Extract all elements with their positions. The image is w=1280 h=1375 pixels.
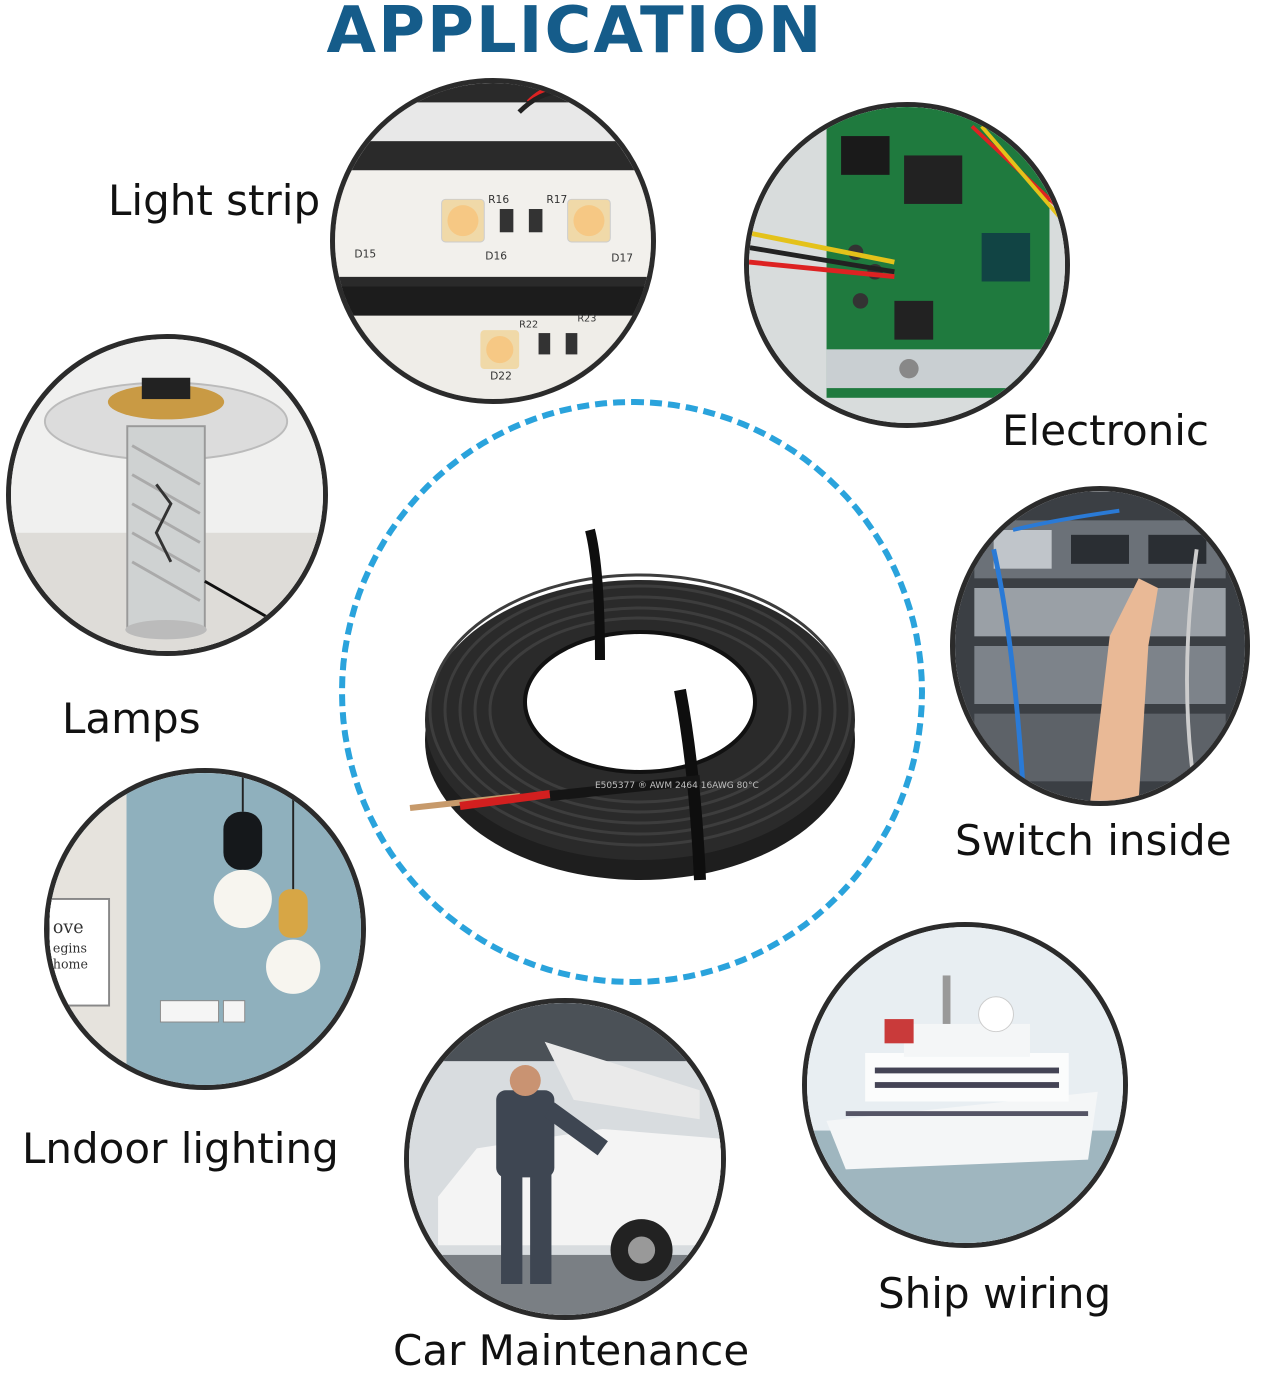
server-rack-photo-icon bbox=[955, 491, 1245, 801]
circuit-board-photo-icon bbox=[749, 107, 1065, 423]
cruise-ship-photo-icon bbox=[807, 927, 1123, 1243]
cable-print-text: E505377 ® AWM 2464 16AWG 80°C bbox=[595, 781, 759, 791]
led-label: D17 bbox=[611, 251, 633, 264]
lamps-image bbox=[6, 334, 328, 656]
wall-art-text: ove bbox=[53, 918, 84, 938]
wall-art-text: egins bbox=[53, 940, 87, 955]
car-maintenance-label: Car Maintenance bbox=[393, 1326, 750, 1375]
cable-coil-icon: E505377 ® AWM 2464 16AWG 80°C bbox=[409, 528, 855, 881]
electronic-image bbox=[744, 102, 1070, 428]
resistor-label: R23 bbox=[577, 313, 596, 324]
indoor-lighting-label: Lndoor lighting bbox=[22, 1124, 339, 1173]
ship-wiring-image bbox=[802, 922, 1128, 1248]
cable-coil-image: E505377 ® AWM 2464 16AWG 80°C bbox=[400, 510, 870, 900]
light-strip-label: Light strip bbox=[108, 176, 321, 225]
switch-inside-image bbox=[950, 486, 1250, 806]
car-maintenance-image bbox=[404, 998, 726, 1320]
electronic-label: Electronic bbox=[1002, 406, 1210, 455]
indoor-lighting-image: ove egins home bbox=[44, 768, 366, 1090]
table-lamp-photo-icon bbox=[11, 339, 323, 651]
resistor-label: R16 bbox=[488, 193, 509, 206]
led-label: D16 bbox=[485, 249, 507, 262]
ship-wiring-label: Ship wiring bbox=[878, 1269, 1112, 1318]
pendant-lights-photo-icon: ove egins home bbox=[49, 773, 361, 1085]
resistor-label: R22 bbox=[519, 319, 538, 330]
wall-art-text: home bbox=[53, 957, 88, 972]
car-repair-photo-icon bbox=[409, 1003, 721, 1315]
center-highlight-ring bbox=[339, 399, 925, 985]
page-title: APPLICATION bbox=[326, 0, 824, 68]
led-label: D22 bbox=[490, 370, 512, 383]
led-strip-photo-icon: R16 R17 D15 D16 D17 R22 R23 D22 bbox=[335, 83, 651, 399]
resistor-label: R17 bbox=[546, 193, 567, 206]
light-strip-image: R16 R17 D15 D16 D17 R22 R23 D22 bbox=[330, 78, 656, 404]
led-label: D15 bbox=[354, 247, 376, 260]
switch-inside-label: Switch inside bbox=[955, 816, 1232, 865]
lamps-label: Lamps bbox=[62, 694, 201, 743]
